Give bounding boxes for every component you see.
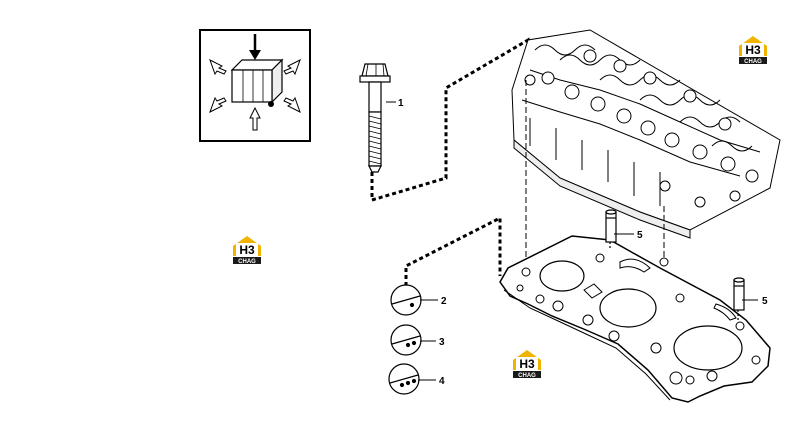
svg-text:CHAG: CHAG — [744, 59, 762, 65]
dowel-pin-icon — [605, 209, 617, 250]
svg-text:CHAG: CHAG — [518, 373, 536, 379]
svg-text:H3: H3 — [519, 357, 535, 371]
callout-5b: 5 — [762, 296, 768, 307]
gasket-thickness-icon — [390, 324, 422, 356]
dowel-pin-icon — [733, 277, 745, 320]
watermark-logo: H3 CHAG — [233, 236, 261, 265]
watermark-logo: H3 CHAG — [513, 350, 541, 379]
callout-5a: 5 — [637, 230, 643, 241]
watermark-logo: H3 CHAG — [739, 36, 767, 65]
gasket-path-line — [404, 215, 502, 286]
gasket-thickness-icon — [390, 284, 422, 316]
bolt-path-line — [370, 37, 530, 203]
assembly-instruction-icon — [199, 29, 311, 142]
callout-1: 1 — [398, 98, 404, 109]
cylinder-head-icon — [511, 29, 781, 239]
head-gasket-icon — [499, 235, 771, 403]
gasket-thickness-icon — [388, 363, 420, 395]
svg-text:H3: H3 — [239, 243, 255, 257]
callout-3: 3 — [439, 337, 445, 348]
callout-2: 2 — [441, 296, 447, 307]
svg-text:CHAG: CHAG — [238, 259, 256, 265]
svg-text:H3: H3 — [745, 43, 761, 57]
callout-4: 4 — [439, 376, 445, 387]
bolt-icon — [359, 63, 391, 173]
